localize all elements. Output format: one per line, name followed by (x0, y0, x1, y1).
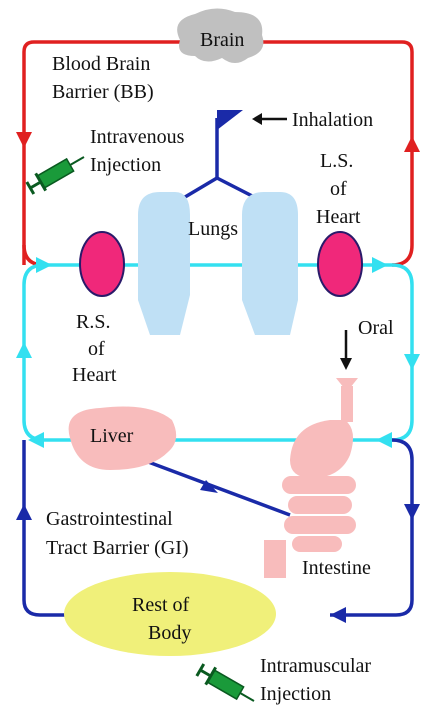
arrow-down-left-red (16, 132, 32, 148)
trachea (180, 110, 260, 200)
left-heart (318, 232, 362, 296)
ls-label-line1: L.S. (320, 150, 353, 172)
liver-label: Liver (90, 425, 134, 447)
arrow-up-cyan (16, 342, 32, 358)
ls-label-line3: Heart (316, 206, 361, 228)
bb-label-line1: Blood Brain (52, 53, 150, 75)
im-label-line2: Injection (260, 683, 331, 705)
oral-arrow (340, 330, 352, 370)
arrow-up-right-red (404, 136, 420, 152)
arrow-down-venous (404, 504, 420, 520)
im-syringe-icon (195, 661, 259, 706)
iv-label-line2: Injection (90, 154, 161, 176)
rest-label-line1: Rest of (132, 594, 190, 616)
rs-label-line1: R.S. (76, 311, 110, 333)
bb-label-line2: Barrier (BB) (52, 81, 154, 103)
im-label-line1: Intramuscular (260, 655, 371, 677)
right-heart (80, 232, 124, 296)
inhalation-flag (217, 110, 243, 130)
gi-label-line2: Tract Barrier (GI) (46, 537, 189, 559)
inhalation-arrow (252, 113, 287, 125)
iv-syringe-icon (25, 148, 89, 196)
arrow-left-venous (330, 607, 346, 623)
arrow-right-cyan-1 (36, 257, 52, 273)
rest-label-line2: Body (148, 622, 191, 644)
brain-label: Brain (200, 29, 244, 51)
iv-label-line1: Intravenous (90, 126, 185, 148)
lungs-label: Lungs (188, 218, 238, 240)
arrow-left-cyan-1 (376, 432, 392, 448)
intestine-label: Intestine (302, 557, 371, 579)
gi-label-line1: Gastrointestinal (46, 508, 173, 530)
oral-label: Oral (358, 317, 394, 339)
arrow-up-venous (16, 504, 32, 520)
inhalation-label: Inhalation (292, 109, 373, 131)
ls-label-line2: of (330, 178, 347, 200)
rs-label-line3: Heart (72, 364, 117, 386)
arrow-right-cyan-2 (372, 257, 388, 273)
brain: Brain (177, 8, 263, 63)
intestine (264, 378, 358, 578)
rs-label-line2: of (88, 338, 105, 360)
arrow-down-cyan (404, 354, 420, 370)
